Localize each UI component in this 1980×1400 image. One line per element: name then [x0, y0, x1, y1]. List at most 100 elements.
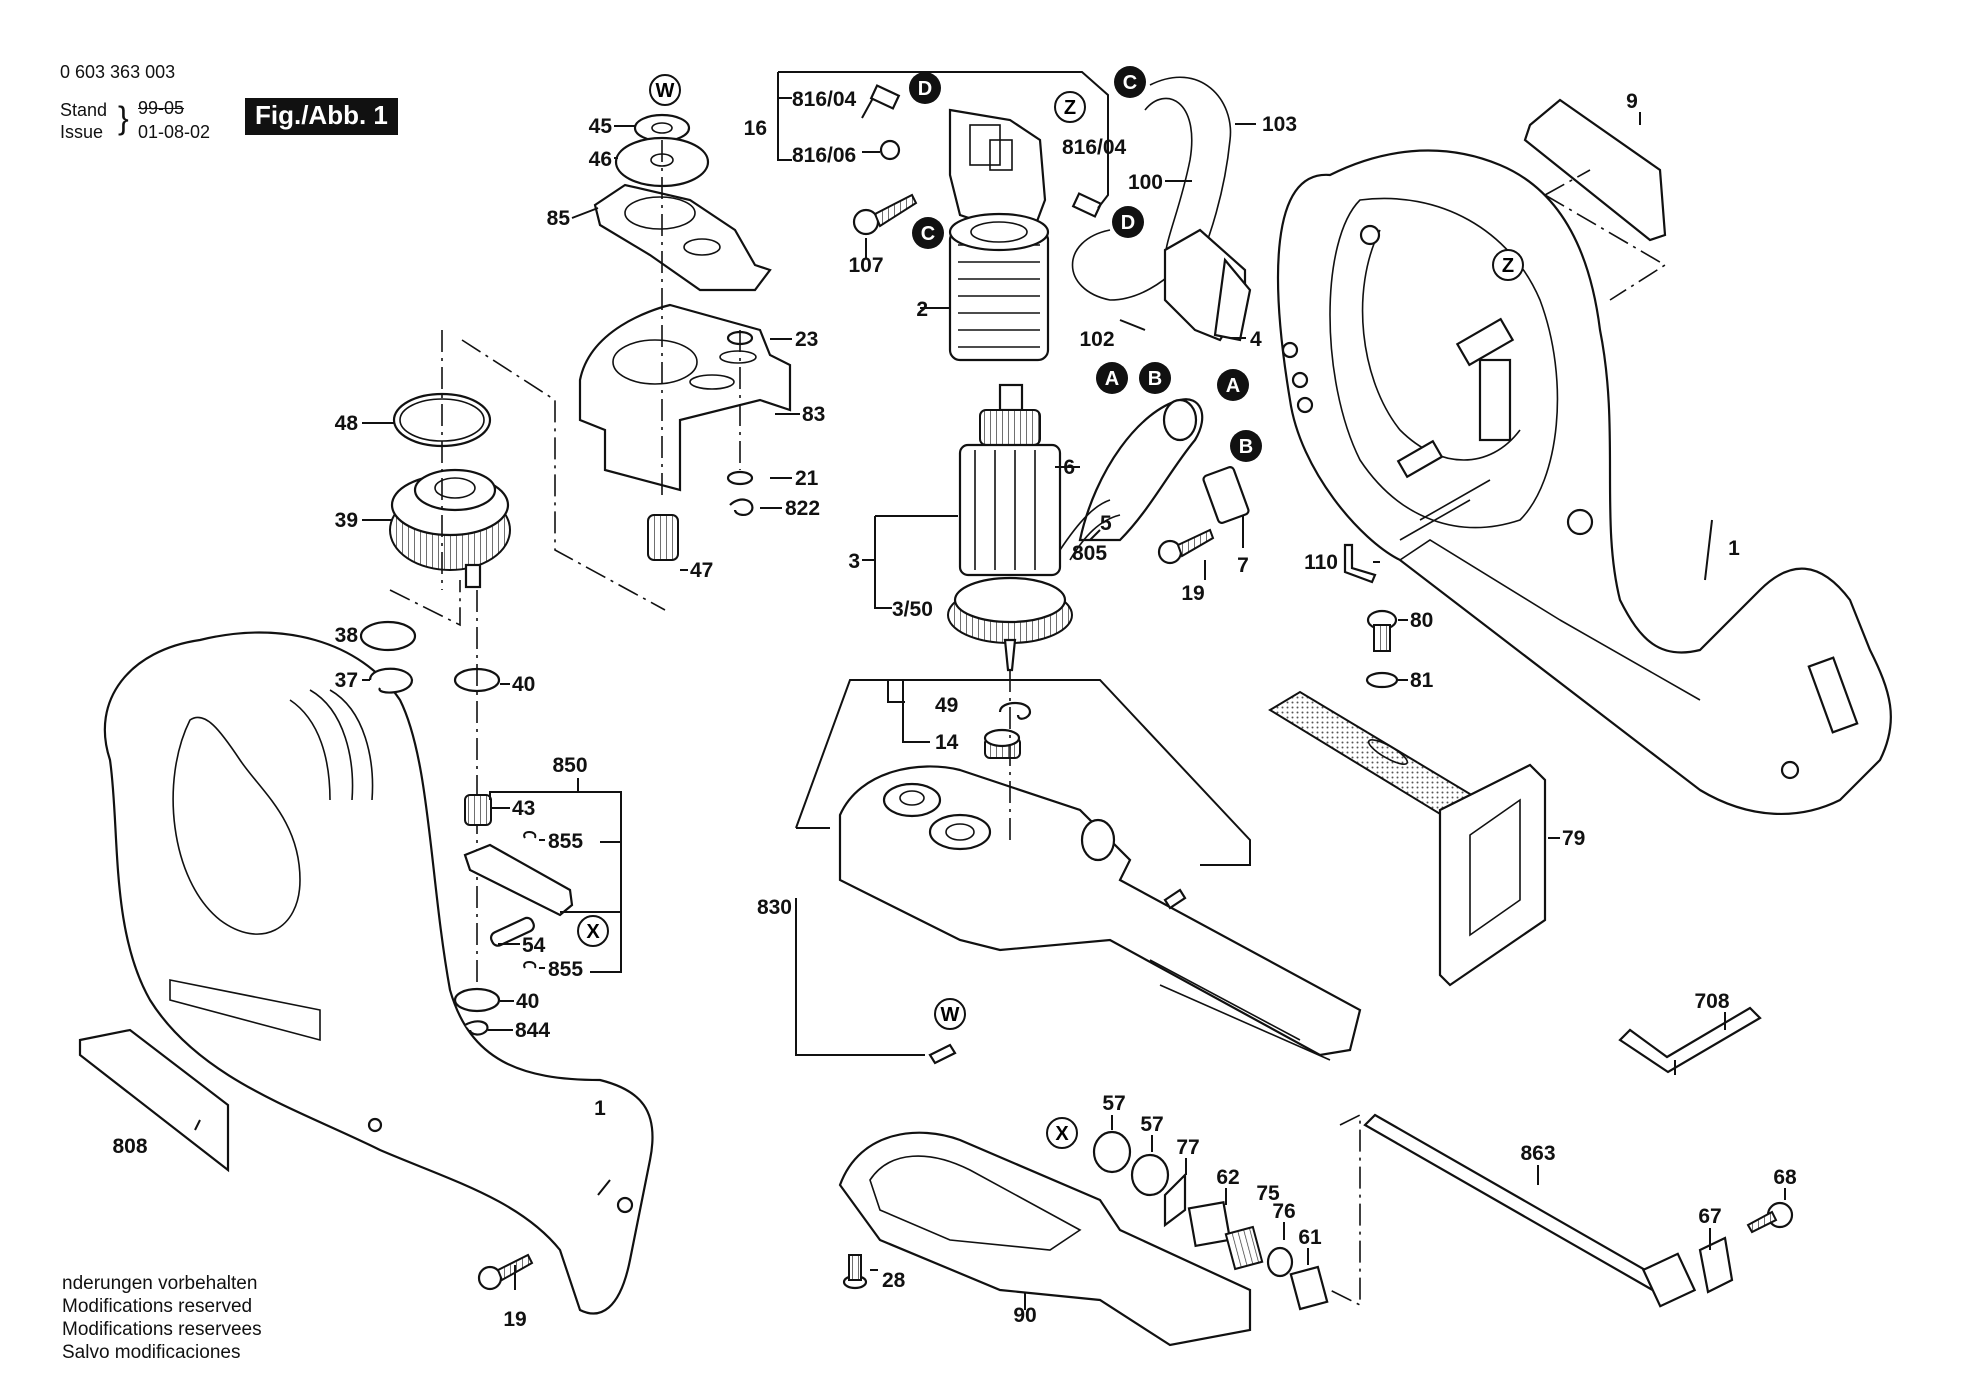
callout-6: 6	[1063, 456, 1075, 479]
callout-16: 16	[744, 117, 767, 140]
part-37-circlip	[368, 667, 414, 694]
marker-x-link: X	[577, 915, 609, 947]
callout-816-04-right: 816/04	[1062, 136, 1127, 159]
svg-text:B: B	[1239, 436, 1253, 458]
brace-icon: }	[118, 100, 129, 136]
svg-text:B: B	[1148, 368, 1162, 390]
svg-text:Z: Z	[1064, 97, 1076, 119]
callout-110: 110	[1304, 551, 1338, 574]
callout-844: 844	[515, 1019, 550, 1042]
callout-863: 863	[1520, 1142, 1555, 1165]
part-830-pin-left	[928, 1043, 957, 1065]
marker-w-housing: W	[934, 998, 966, 1030]
part-75-plate	[1224, 1225, 1264, 1271]
callout-2: 2	[916, 298, 928, 321]
footer-line-fr: Modifications reservees	[62, 1319, 262, 1340]
callout-62: 62	[1216, 1166, 1239, 1189]
part-110-pin	[1343, 543, 1377, 584]
part-21-washer	[726, 470, 754, 486]
footer-line-en: Modifications reserved	[62, 1296, 253, 1317]
part-830-gear-housing	[838, 765, 1362, 1061]
part-40-washer-bottom	[453, 987, 501, 1013]
callout-54: 54	[522, 934, 546, 957]
issue-value: 01-08-02	[138, 122, 211, 142]
callout-9: 9	[1626, 90, 1638, 113]
part-57-bearing-b	[1130, 1153, 1170, 1197]
callout-37: 37	[335, 669, 358, 692]
callout-81: 81	[1410, 669, 1434, 692]
callout-40-top: 40	[512, 673, 535, 696]
callout-77: 77	[1176, 1136, 1199, 1159]
callout-1-left: 1	[594, 1097, 606, 1120]
part-77-plate	[1163, 1172, 1187, 1228]
part-14-bearing	[983, 728, 1021, 759]
marker-c-top: C	[1114, 66, 1146, 98]
part-816-06-spring	[879, 139, 901, 161]
housing-left-half	[103, 631, 654, 1315]
part-49-circlip	[998, 701, 1032, 720]
part-43-bearing	[464, 794, 492, 826]
callout-67: 67	[1698, 1205, 1721, 1228]
part-54-pin	[489, 916, 535, 947]
part-808-plate	[78, 1028, 230, 1173]
callout-46: 46	[589, 148, 612, 171]
part-80-screw	[1366, 609, 1398, 652]
callout-855-bottom: 855	[548, 958, 583, 981]
svg-text:A: A	[1105, 368, 1119, 390]
part-38-washer	[359, 620, 417, 652]
part-28-screw	[842, 1254, 868, 1290]
part-number: 0 603 363 003	[60, 62, 176, 82]
marker-w-top: W	[649, 74, 681, 106]
callout-39: 39	[335, 509, 358, 532]
issue-label: Issue	[60, 122, 104, 142]
svg-text:C: C	[1123, 72, 1137, 94]
figure-badge: Fig./Abb. 1	[245, 98, 398, 135]
callout-7: 7	[1237, 554, 1249, 577]
part-67-clip	[1698, 1236, 1734, 1294]
part-83-bracket	[578, 303, 792, 492]
marker-d-top: D	[909, 72, 941, 104]
callout-21: 21	[795, 467, 819, 490]
stand-value: 99-05	[138, 98, 185, 118]
housing-right-half	[1276, 149, 1892, 816]
marker-d-wire: D	[1112, 206, 1144, 238]
callout-23: 23	[795, 328, 818, 351]
part-9-cover	[1523, 98, 1667, 301]
part-90-base-plate	[838, 1131, 1252, 1347]
part-62-block	[1187, 1201, 1232, 1248]
svg-text:A: A	[1226, 375, 1240, 397]
callout-90: 90	[1013, 1304, 1036, 1327]
callout-3: 3	[848, 550, 860, 573]
marker-c-coil: C	[912, 217, 944, 249]
part-68-screw	[1746, 1201, 1794, 1234]
callout-107: 107	[848, 254, 883, 277]
marker-b-switch: B	[1139, 362, 1171, 394]
callout-45: 45	[589, 115, 613, 138]
callout-28: 28	[882, 1269, 906, 1292]
part-102-wire	[1071, 229, 1176, 301]
svg-text:Z: Z	[1502, 255, 1514, 277]
callout-57-b: 57	[1140, 1113, 1163, 1136]
part-103-wire	[1149, 76, 1232, 271]
part-57-bearing-a	[1092, 1130, 1132, 1174]
part-2-field-coil	[948, 212, 1050, 362]
callout-38: 38	[335, 624, 359, 647]
part-61-plate	[1289, 1265, 1329, 1311]
part-863-end-block	[1641, 1252, 1697, 1308]
footer-line-es: Salvo modificaciones	[62, 1342, 241, 1363]
marker-x-bearing: X	[1046, 1117, 1078, 1149]
callout-61: 61	[1298, 1226, 1322, 1249]
callout-43: 43	[512, 797, 535, 820]
marker-b-cord: B	[1230, 430, 1262, 462]
callout-816-04-left: 816/04	[792, 88, 857, 111]
part-830-pin-right	[1163, 888, 1187, 910]
part-85-plate	[593, 183, 772, 292]
part-39-gear	[389, 468, 511, 589]
callout-57-a: 57	[1102, 1092, 1125, 1115]
callout-830: 830	[757, 896, 792, 919]
part-79-shoe	[1268, 690, 1547, 987]
part-76-washer	[1266, 1246, 1294, 1278]
callout-3-50: 3/50	[892, 598, 933, 621]
part-708-hex-key	[1618, 1006, 1762, 1074]
